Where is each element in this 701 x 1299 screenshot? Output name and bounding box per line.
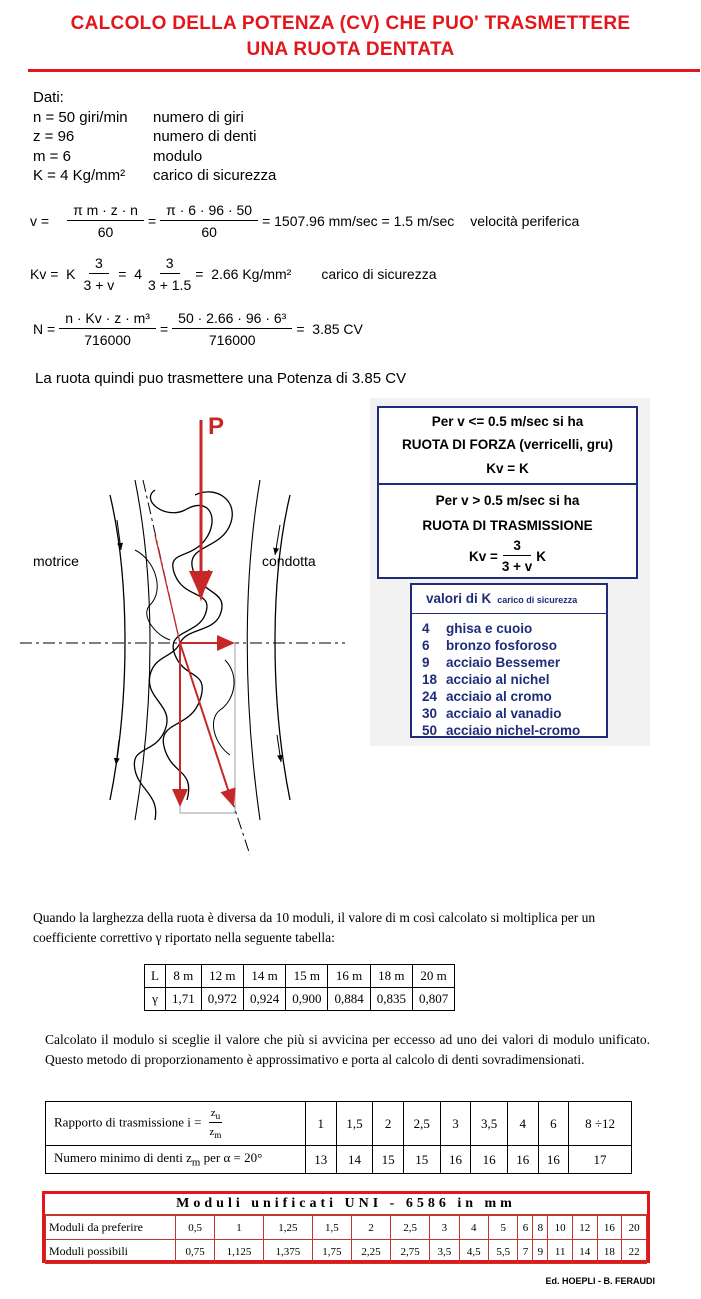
pressure-line: [154, 534, 181, 644]
center-line: [179, 642, 251, 856]
conclusion-text: La ruota quindi puo trasmettere una Pote…: [35, 370, 407, 387]
title-divider: [28, 69, 700, 72]
kv-rules-box: Per v <= 0.5 m/sec si ha RUOTA DI FORZA …: [377, 406, 638, 579]
uni-table-title: Moduli unificati UNI - 6586 in mm: [45, 1194, 647, 1215]
resultant-force: [179, 642, 236, 807]
driving-label: motrice: [33, 553, 79, 569]
gamma-paragraph: Quando la larghezza della ruota è divers…: [33, 910, 596, 945]
driven-gear-arc: [274, 494, 291, 801]
driven-gear-arc: [246, 479, 261, 821]
publisher-credit: Ed. HOEPLI - B. FERAUDI: [545, 1276, 655, 1286]
table-row: Numero minimo di denti zm per α = 20° 13…: [45, 1145, 632, 1174]
force-label: P: [208, 413, 224, 440]
page-subtitle: UNA RUOTA DENTATA: [246, 39, 455, 60]
driven-label: condotta: [262, 553, 316, 569]
module-paragraph: Calcolato il modulo si sceglie il valore…: [45, 1032, 650, 1067]
gear-tooth-diagram: P motrice condotta: [20, 413, 345, 856]
driving-gear-arc: [134, 479, 151, 821]
page-title: CALCOLO DELLA POTENZA (CV) CHE PUO' TRAS…: [70, 13, 631, 34]
box-divider: [379, 483, 636, 485]
tooth-profile: [149, 489, 213, 801]
given-data-heading: Dati:: [33, 89, 64, 106]
uni-table-frame: Moduli unificati UNI - 6586 in mm Moduli…: [42, 1191, 650, 1264]
